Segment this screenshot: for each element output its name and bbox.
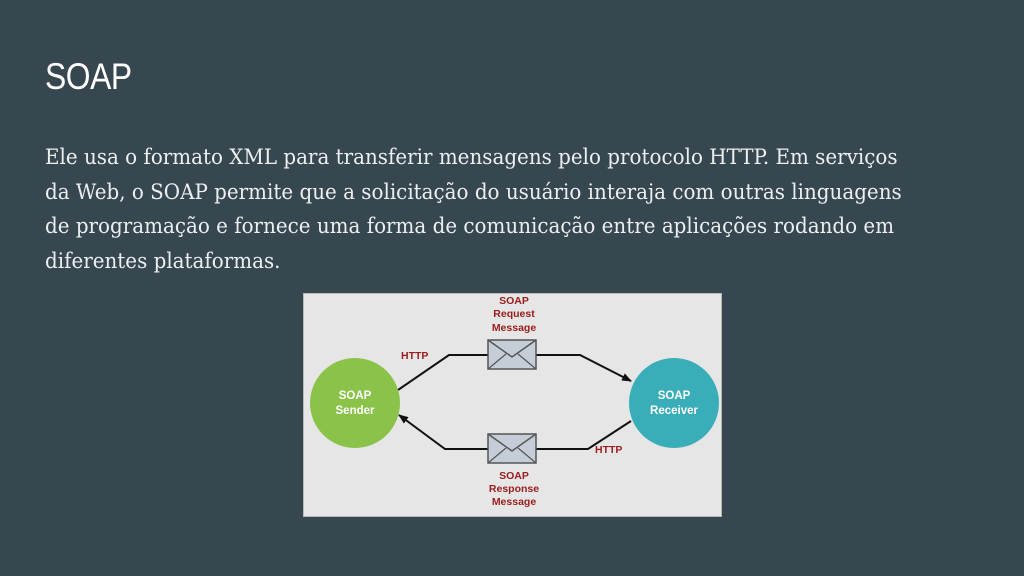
- receiver-label-line1: SOAP: [658, 390, 691, 402]
- request-label-line2: Request: [493, 308, 535, 320]
- request-protocol-label: HTTP: [401, 350, 428, 362]
- request-arrow-end: [536, 354, 632, 382]
- sender-label-line2: Sender: [336, 405, 376, 417]
- response-label-line3: Message: [492, 496, 537, 508]
- response-protocol-label: HTTP: [595, 444, 622, 456]
- request-arrow: [397, 354, 489, 391]
- soap-sender-node: [310, 358, 400, 448]
- response-arrow: [536, 420, 632, 450]
- request-label-line1: SOAP: [499, 295, 529, 307]
- request-label-line3: Message: [492, 322, 537, 334]
- request-envelope-icon: [487, 339, 537, 370]
- sender-label-line1: SOAP: [339, 390, 372, 402]
- response-envelope-icon: [487, 433, 537, 464]
- response-label-line2: Response: [489, 483, 539, 495]
- slide-body-text: Ele usa o formato XML para transferir me…: [45, 145, 902, 274]
- receiver-label-line2: Receiver: [650, 405, 698, 417]
- response-label-line1: SOAP: [499, 470, 529, 482]
- soap-diagram: SOAP Sender SOAP Receiver SOAP Request M…: [303, 293, 722, 517]
- soap-diagram-svg: SOAP Sender SOAP Receiver SOAP Request M…: [310, 295, 719, 508]
- soap-receiver-node: [629, 358, 719, 448]
- response-arrow-end: [398, 414, 489, 450]
- slide-title: SOAP: [45, 56, 132, 97]
